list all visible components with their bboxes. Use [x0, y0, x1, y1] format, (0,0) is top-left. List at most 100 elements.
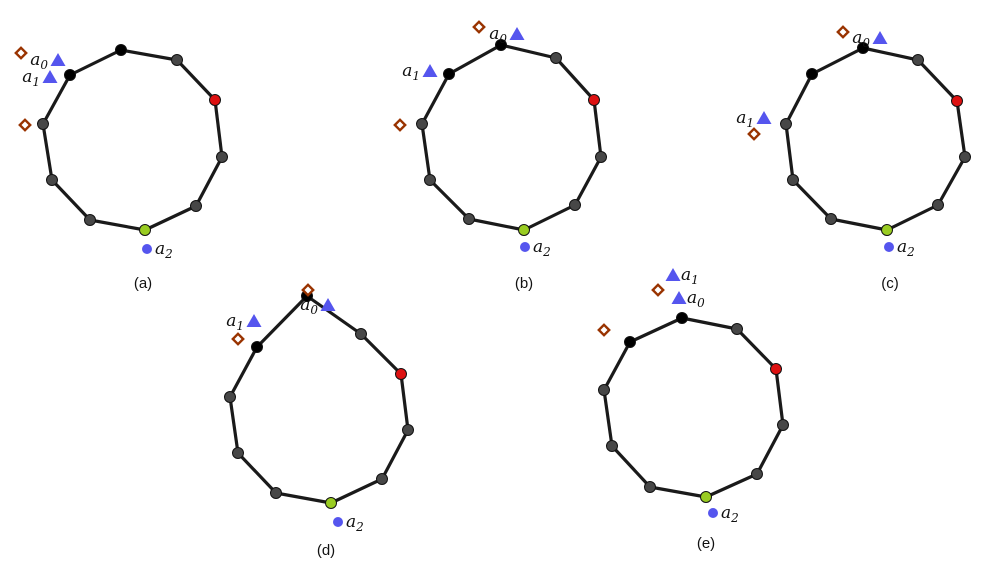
- ring-edge: [830, 217, 888, 232]
- ring-node-black: [676, 312, 688, 324]
- ring-graph: [598, 312, 789, 503]
- diamond-marker: [597, 323, 611, 337]
- agent-circle-icon: [520, 242, 530, 252]
- panel-caption: (b): [515, 275, 533, 292]
- ring-edge: [420, 123, 432, 181]
- agent-a1: a1: [736, 108, 772, 130]
- ring-node: [606, 440, 618, 452]
- ring-node: [912, 54, 924, 66]
- ring-node: [777, 419, 789, 431]
- ring-edge: [784, 73, 814, 125]
- ring-node-red: [209, 94, 221, 106]
- ring-node-green: [518, 224, 530, 236]
- ring-node-red: [770, 363, 782, 375]
- agent-label: a1: [681, 265, 699, 287]
- ring-edge: [255, 294, 309, 349]
- ring-edge: [784, 123, 795, 181]
- ring-edge: [602, 389, 614, 447]
- ring-edge: [194, 156, 224, 207]
- ring-edge: [275, 491, 332, 505]
- agent-triangle-icon: [320, 298, 336, 311]
- ring-node-black: [64, 69, 76, 81]
- ring-node-black: [495, 39, 507, 51]
- agent-a0: a0: [30, 50, 66, 72]
- ring-node-green: [881, 224, 893, 236]
- agent-a2: a2: [142, 239, 173, 261]
- ring-node-black: [115, 44, 127, 56]
- ring-node: [84, 214, 96, 226]
- ring-node: [46, 174, 58, 186]
- agent-a0: a0: [300, 295, 336, 317]
- ring-edge: [50, 178, 92, 222]
- ring-edge: [380, 429, 410, 480]
- ring-edge: [468, 217, 525, 232]
- ring-node-red: [588, 94, 600, 106]
- ring-edge: [236, 451, 278, 495]
- ring-node: [224, 391, 236, 403]
- agent-a0: a0: [489, 24, 525, 46]
- ring-edge: [89, 218, 146, 232]
- ring-edge: [886, 203, 939, 232]
- ring-node: [171, 54, 183, 66]
- agent-triangle-icon: [509, 27, 525, 40]
- ring-edge: [862, 46, 919, 62]
- agent-a2: a2: [708, 503, 739, 525]
- ring-node: [825, 213, 837, 225]
- ring-edge: [735, 327, 778, 371]
- diamond-marker: [18, 118, 32, 132]
- ring-edge: [228, 396, 240, 454]
- ring-node: [751, 468, 763, 480]
- agent-a1: a1: [22, 67, 58, 89]
- agent-triangle-icon: [422, 64, 438, 77]
- ring-edge: [602, 341, 632, 391]
- ring-node: [416, 118, 428, 130]
- ring-edge: [705, 472, 758, 499]
- ring-edge: [573, 156, 603, 206]
- ring-node-red: [395, 368, 407, 380]
- agent-triangle-icon: [246, 314, 262, 327]
- ring-edge: [811, 46, 864, 76]
- agent-a0: a0: [671, 288, 705, 310]
- agent-a0: a0: [852, 28, 888, 50]
- agent-label: a0: [687, 288, 705, 310]
- agent-circle-icon: [142, 244, 152, 254]
- ring-edge: [610, 444, 652, 489]
- ring-edge: [554, 56, 596, 102]
- diamond-marker: [836, 25, 850, 39]
- agent-circle-icon: [708, 508, 718, 518]
- agent-label: a0: [489, 24, 507, 46]
- agent-label: a0: [852, 28, 870, 50]
- agent-label: a1: [226, 311, 244, 333]
- ring-node: [402, 424, 414, 436]
- diamond-marker: [472, 20, 486, 34]
- panel-caption: (d): [317, 542, 335, 559]
- agent-a1: a1: [402, 61, 438, 83]
- ring-edge: [774, 368, 785, 426]
- ring-node: [959, 151, 971, 163]
- ring-node-green: [325, 497, 337, 509]
- ring-graph: [224, 290, 414, 509]
- agent-triangle-icon: [756, 111, 772, 124]
- ring-node-green: [139, 224, 151, 236]
- ring-edge: [428, 178, 471, 221]
- ring-node: [598, 384, 610, 396]
- ring-node-black: [806, 68, 818, 80]
- diamond-marker: [231, 332, 245, 346]
- ring-edge: [144, 204, 197, 232]
- ring-edge: [213, 99, 224, 158]
- ring-edge: [955, 100, 967, 158]
- ring-graph: [416, 39, 607, 236]
- diamond-marker: [651, 283, 665, 297]
- ring-edge: [399, 373, 410, 431]
- agent-label: a0: [300, 295, 318, 317]
- ring-edge: [500, 43, 557, 60]
- agent-a1: a1: [226, 311, 262, 333]
- agent-triangle-icon: [665, 268, 681, 281]
- ring-node: [569, 199, 581, 211]
